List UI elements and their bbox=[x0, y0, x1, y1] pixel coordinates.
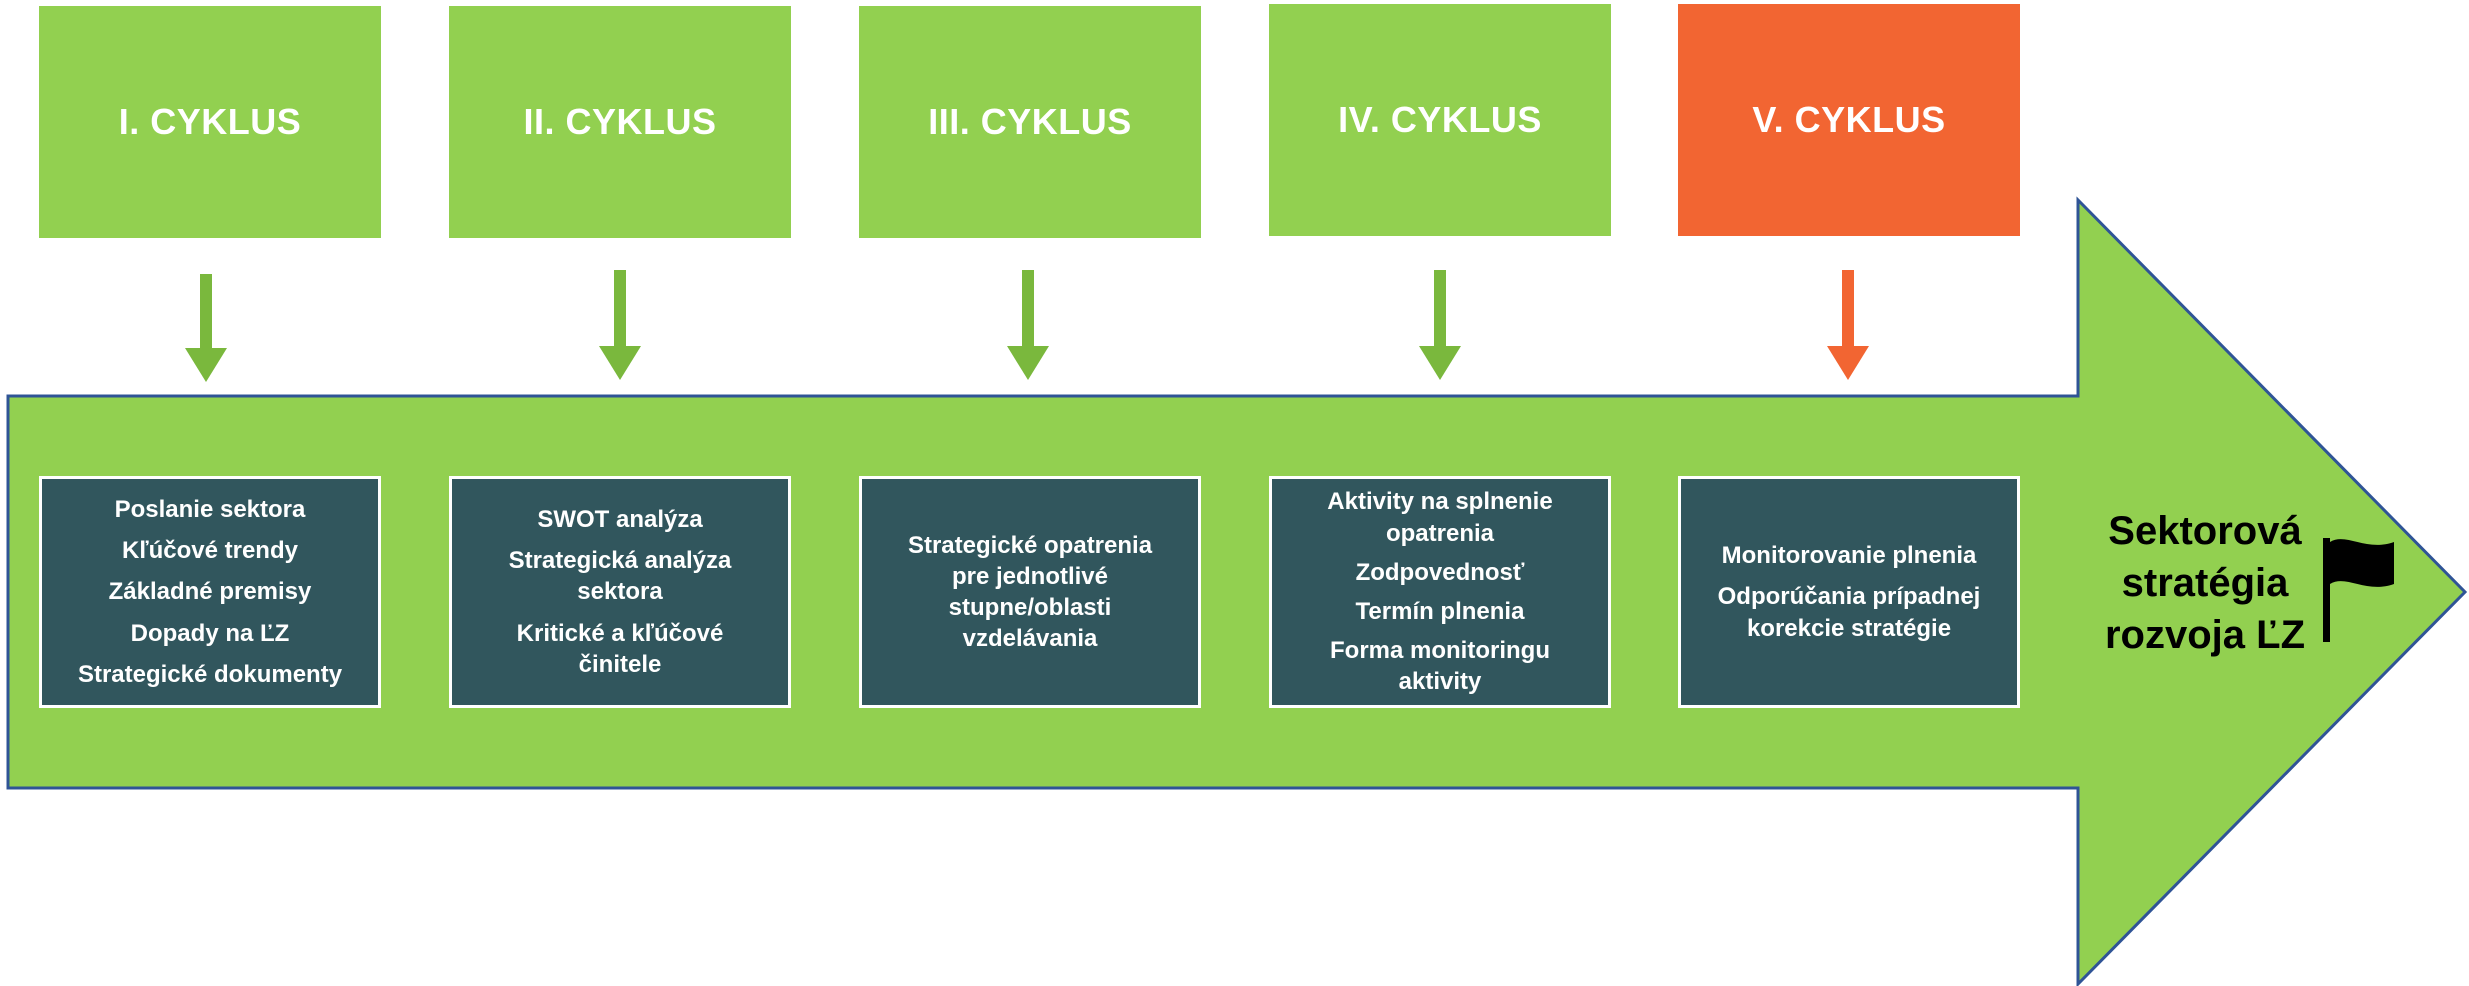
cycle-item: Dopady na ĽZ bbox=[130, 619, 290, 647]
cycle-header-label: III. CYKLUS bbox=[928, 101, 1132, 142]
down-arrow-5 bbox=[1827, 270, 1869, 380]
cycle-item: Kľúčové trendy bbox=[122, 537, 298, 565]
cycle-header-4: IV. CYKLUS bbox=[1269, 4, 1611, 236]
cycle-item: Forma monitoringu aktivity bbox=[1330, 637, 1550, 696]
cycle-header-1: I. CYKLUS bbox=[39, 6, 381, 238]
cycle-header-label: V. CYKLUS bbox=[1752, 99, 1946, 140]
cycle-item: Aktivity na splnenie opatrenia bbox=[1327, 488, 1553, 547]
cycle-item: Strategické dokumenty bbox=[77, 660, 343, 688]
cycle-item: Termín plnenia bbox=[1355, 598, 1525, 625]
cycle-box-4: Aktivity na splnenie opatrenia Zodpovedn… bbox=[1269, 476, 1611, 708]
cycle-item: SWOT analýza bbox=[537, 506, 703, 534]
cycle-box-1: Poslanie sektora Kľúčové trendy Základné… bbox=[39, 476, 381, 708]
cycle-header-2: II. CYKLUS bbox=[449, 6, 791, 238]
cycle-item: Monitorovanie plnenia bbox=[1721, 542, 1977, 570]
cycle-box-5: Monitorovanie plnenia Odporúčania prípad… bbox=[1678, 476, 2020, 708]
big-arrow bbox=[6, 196, 2468, 986]
down-arrow-2 bbox=[599, 270, 641, 380]
result-label: Sektorová stratégia rozvoja ĽZ bbox=[2104, 509, 2306, 657]
down-arrow-1 bbox=[185, 274, 227, 382]
cycle-box-2: SWOT analýza Strategická analýza sektora… bbox=[449, 476, 791, 708]
cycle-box-3: Strategické opatrenia pre jednotlivé stu… bbox=[859, 476, 1201, 708]
cycle-header-label: IV. CYKLUS bbox=[1338, 99, 1542, 140]
cycle-item: Strategické opatrenia pre jednotlivé stu… bbox=[907, 531, 1153, 653]
cycle-item: Kritické a kľúčové činitele bbox=[516, 619, 724, 678]
cycle-item: Poslanie sektora bbox=[114, 496, 306, 524]
cycle-header-label: I. CYKLUS bbox=[118, 101, 302, 142]
cycle-header-5: V. CYKLUS bbox=[1678, 4, 2020, 236]
cycle-item: Základné premisy bbox=[108, 578, 312, 606]
down-arrow-3 bbox=[1007, 270, 1049, 380]
cycle-item: Zodpovednosť bbox=[1355, 558, 1525, 586]
cycle-header-3: III. CYKLUS bbox=[859, 6, 1201, 238]
cycle-item: Strategická analýza sektora bbox=[508, 547, 732, 606]
cycle-header-label: II. CYKLUS bbox=[523, 101, 717, 142]
flag-icon bbox=[2323, 538, 2394, 642]
cycle-item: Odporúčania prípadnej korekcie stratégie bbox=[1717, 583, 1981, 642]
down-arrow-4 bbox=[1419, 270, 1461, 380]
